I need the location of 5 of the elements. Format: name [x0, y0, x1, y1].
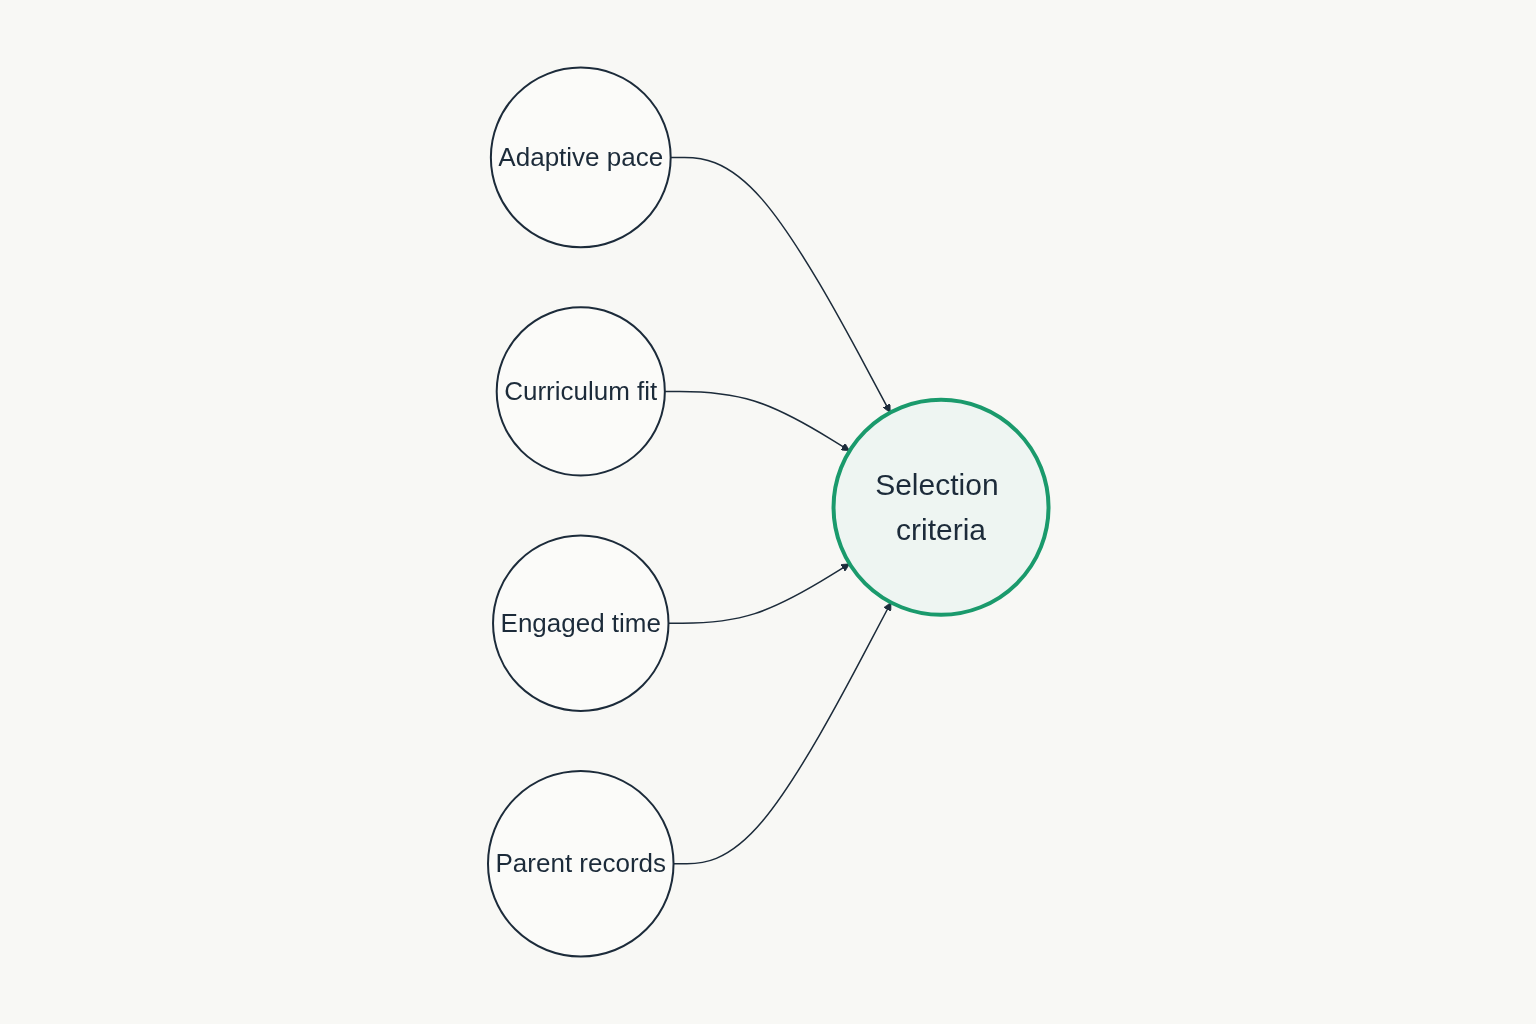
node-circle: Adaptive pace	[489, 66, 672, 249]
node-circle: Selection criteria	[831, 397, 1051, 617]
node-circle: Engaged time	[491, 534, 670, 712]
node-circle: Curriculum fit	[495, 306, 666, 477]
node-circle: Parent records	[486, 769, 675, 958]
